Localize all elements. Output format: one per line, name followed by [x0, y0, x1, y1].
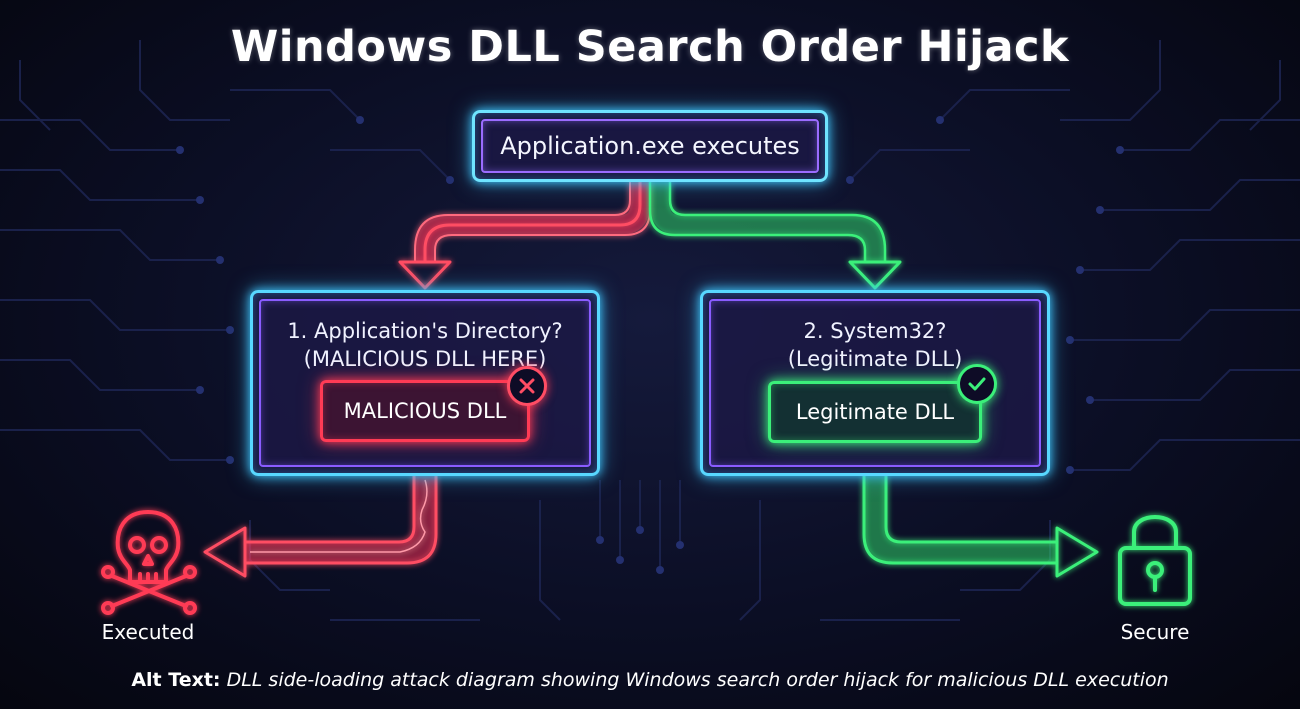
node-inner-border — [259, 299, 591, 467]
node-title: 2. System32? — [803, 319, 947, 343]
skull-crossbones-icon — [101, 510, 197, 615]
node-inner-border — [481, 119, 819, 173]
outcome-secure-label: Secure — [1120, 620, 1190, 644]
node-label: Application.exe executes — [500, 132, 800, 160]
node-title: 1. Application's Directory? — [287, 319, 563, 343]
arrow-to-executed — [203, 476, 438, 578]
outcome-executed-label: Executed — [101, 620, 195, 644]
alt-text-caption: Alt Text: DLL side-loading attack diagra… — [0, 669, 1300, 691]
arrow-to-secure — [862, 476, 1099, 578]
arrow-to-app-directory — [398, 182, 651, 290]
padlock-icon — [1118, 515, 1192, 606]
node-subtitle: (MALICIOUS DLL HERE) — [303, 347, 547, 371]
diagram-title: Windows DLL Search Order Hijack — [230, 22, 1070, 72]
arrow-to-system32 — [648, 182, 902, 290]
node-inner-border — [709, 299, 1041, 467]
caption-key: Alt Text: — [131, 669, 221, 691]
caption-text: DLL side-loading attack diagram showing … — [226, 669, 1169, 691]
malicious-dll-box: MALICIOUS DLL — [320, 380, 530, 442]
check-circle-icon — [957, 364, 997, 404]
node-application-exe: Application.exe executes — [472, 110, 828, 182]
node-subtitle: (Legitimate DLL) — [787, 347, 963, 371]
x-circle-icon — [507, 366, 547, 406]
legitimate-dll-box: Legitimate DLL — [768, 381, 982, 443]
